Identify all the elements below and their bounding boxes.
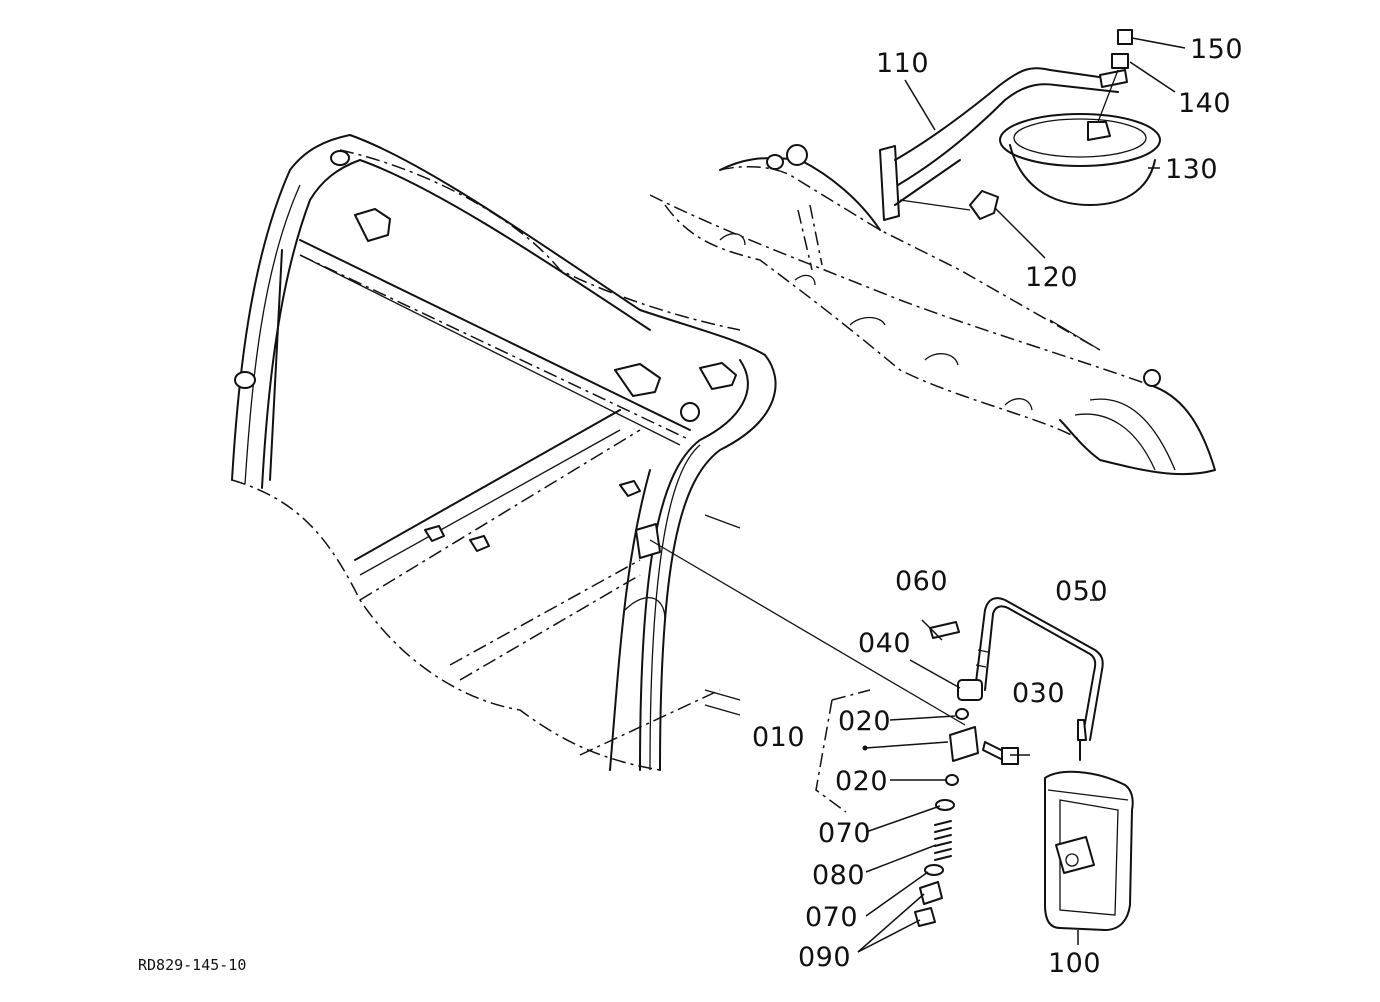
callout-130: 130 — [1165, 154, 1218, 185]
rear-mirror — [999, 113, 1161, 167]
callout-030: 030 — [1012, 678, 1065, 709]
callout-150: 150 — [1190, 34, 1243, 65]
nut-150 — [1117, 29, 1133, 45]
reference-code: RD829-145-10 — [138, 956, 246, 974]
callout-090: 090 — [798, 942, 851, 973]
nut-090b — [914, 907, 936, 927]
callout-020-lower: 020 — [835, 766, 888, 797]
side-mirror-assembly — [649, 539, 1134, 953]
callout-labels: 110 150 140 130 120 060 050 040 030 020 … — [138, 34, 1243, 979]
callout-040: 040 — [858, 628, 911, 659]
nut-140 — [1111, 53, 1129, 69]
callout-060: 060 — [895, 566, 948, 597]
callout-010: 010 — [752, 722, 805, 753]
cabin-frame — [231, 134, 777, 771]
callout-070-lower: 070 — [805, 902, 858, 933]
mirror-bracket — [949, 726, 979, 762]
bolt-030 — [1001, 747, 1019, 765]
callout-110: 110 — [876, 48, 929, 79]
nut-090a — [919, 881, 943, 905]
pin-060 — [929, 621, 960, 639]
upper-leaders — [904, 37, 1186, 259]
mirror-stay-plate — [879, 145, 900, 221]
callout-140: 140 — [1178, 88, 1231, 119]
callout-050: 050 — [1055, 576, 1108, 607]
callout-070-upper: 070 — [818, 818, 871, 849]
rear-mirror-assembly — [879, 29, 1161, 221]
mirror-stud — [969, 190, 999, 220]
collar-040 — [957, 679, 983, 701]
washer-070 — [935, 799, 955, 811]
callout-100: 100 — [1048, 948, 1101, 979]
callout-120: 120 — [1025, 262, 1078, 293]
callout-020-upper: 020 — [838, 706, 891, 737]
rear-roof-body — [649, 144, 1216, 476]
spring-080 — [934, 820, 952, 861]
callout-080: 080 — [812, 860, 865, 891]
